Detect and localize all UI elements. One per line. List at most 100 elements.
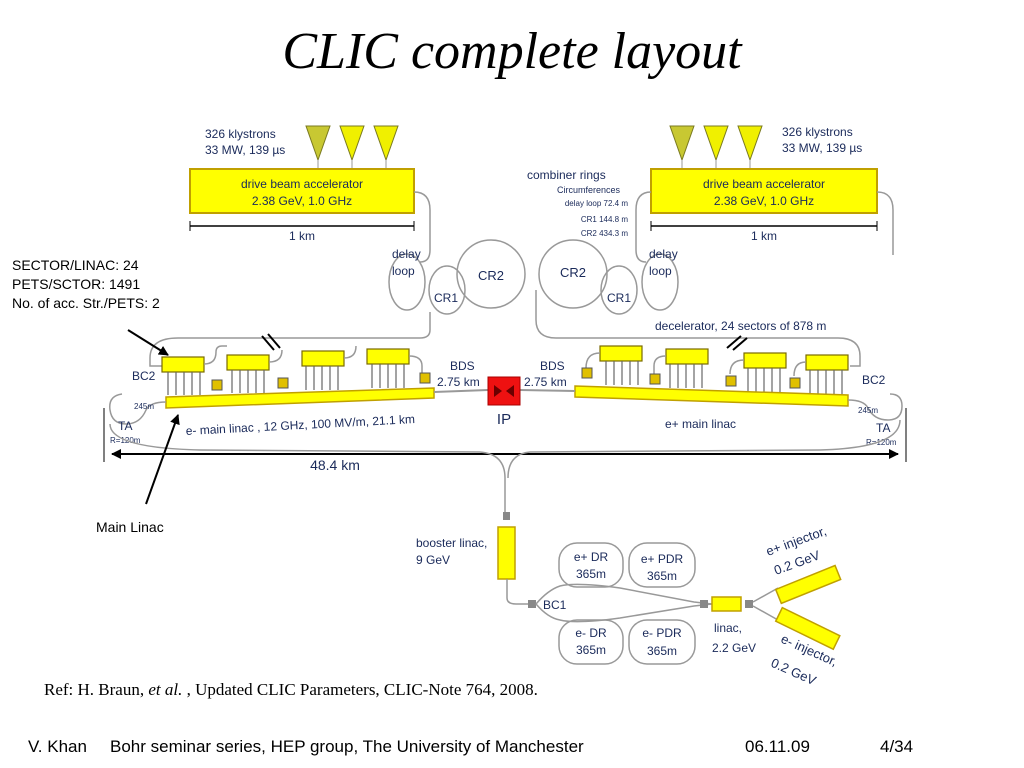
reference-suffix: , Updated CLIC Parameters, CLIC-Note 764… — [182, 680, 538, 699]
sector-arrow — [127, 329, 169, 356]
eminus-injector — [774, 606, 841, 651]
drive-line-right — [635, 191, 652, 263]
eminus-pdr-ring — [628, 619, 696, 665]
cr1-ring-left — [428, 265, 466, 315]
cr2-right-label: CR2 — [560, 265, 586, 280]
eplus-pdr-ring — [628, 542, 696, 588]
drive-beam-left-label-2: 2.38 GeV, 1.0 GHz — [252, 194, 352, 208]
r120-right-label: R=120m — [866, 438, 897, 447]
decelerator-units-right — [585, 345, 849, 377]
cr2-ring-left — [456, 239, 526, 309]
booster-label-1: booster linac, — [416, 536, 487, 550]
reference-etal: et al. — [148, 680, 183, 699]
loop-left-label: loop — [392, 264, 415, 278]
m245-right-label: 245m — [858, 406, 878, 415]
bds-left-length: 2.75 km — [437, 375, 480, 389]
cr2-ring-right — [538, 239, 608, 309]
sector-annotation: SECTOR/LINAC: 24 PETS/SCTOR: 1491 No. of… — [12, 256, 160, 313]
footer-author: V. Khan — [28, 737, 87, 756]
bds-right-length: 2.75 km — [524, 375, 567, 389]
turnaround-boxes-right — [581, 367, 801, 389]
klystrons-right-label-2: 33 MW, 139 µs — [782, 141, 862, 155]
decelerator-label: decelerator, 24 sectors of 878 m — [655, 319, 826, 333]
eplus-pdr-length: 365m — [647, 569, 677, 583]
positron-linac-label: e+ main linac — [665, 417, 736, 431]
eplus-injector — [774, 564, 842, 605]
footer-event: Bohr seminar series, HEP group, The Univ… — [110, 737, 584, 756]
decel-feed-left — [149, 312, 431, 367]
bds-right-label: BDS — [540, 359, 565, 373]
cr1-right-label: CR1 — [607, 291, 631, 305]
turnaround-left — [109, 393, 167, 425]
footer-page: 4/34 — [880, 737, 914, 756]
reference-prefix: Ref: H. Braun, — [44, 680, 149, 699]
decel-feed-right — [535, 290, 861, 367]
delay-loop-left — [388, 253, 426, 311]
bc1-label: BC1 — [543, 598, 567, 612]
positron-main-linac — [574, 385, 849, 407]
pets-lines-right — [605, 361, 843, 394]
injector-linac — [711, 596, 742, 612]
eplus-pdr-label: e+ PDR — [641, 552, 684, 566]
circumferences-label: Circumferences — [557, 185, 621, 195]
total-length-label: 48.4 km — [310, 457, 360, 473]
reference-note: Ref: H. Braun, et al. , Updated CLIC Par… — [44, 680, 538, 700]
combiner-rings-label: combiner rings — [527, 168, 606, 182]
eplus-dr-ring — [558, 542, 624, 588]
m245-left-label: 245m — [134, 402, 154, 411]
transfer-line-right — [507, 419, 901, 479]
cr1-left-label: CR1 — [434, 291, 458, 305]
delay-loop-right — [641, 253, 679, 311]
dr-line-upper — [535, 583, 713, 605]
main-linac-arrow — [145, 414, 180, 505]
dr-line-lower — [535, 603, 713, 623]
linac-label-1: linac, — [714, 621, 742, 635]
drive-beam-right-label-2: 2.38 GeV, 1.0 GHz — [714, 194, 814, 208]
electron-linac-label: e- main linac , 12 GHz, 100 MV/m, 21.1 k… — [185, 412, 415, 438]
pets-lines-left — [167, 364, 405, 395]
cr2-circ-label: CR2 434.3 m — [581, 229, 628, 238]
ta-left-label: TA — [118, 419, 132, 433]
drive-line-right-outer — [876, 191, 894, 255]
ta-right-label: TA — [876, 421, 890, 435]
slide-title: CLIC complete layout — [282, 23, 742, 80]
turnaround-boxes-left — [211, 372, 431, 391]
booster-to-bc1 — [506, 579, 530, 605]
booster-label-2: 9 GeV — [416, 553, 450, 567]
bds-left-label: BDS — [450, 359, 475, 373]
acc-str-text: No. of acc. Str./PETS: 2 — [12, 295, 160, 311]
cr1-ring-right — [600, 265, 638, 315]
eminus-pdr-label: e- PDR — [642, 626, 682, 640]
ip-label: IP — [497, 411, 511, 428]
eplus-dr-label: e+ DR — [574, 550, 609, 564]
ip-box — [487, 376, 521, 406]
eminus-injector-label-2: 0.2 GeV — [769, 655, 819, 688]
bc2-right-label: BC2 — [862, 373, 886, 387]
eminus-pdr-length: 365m — [647, 644, 677, 658]
loop-right-label: loop — [649, 264, 672, 278]
transfer-line-left — [109, 423, 506, 512]
eminus-dr-ring — [558, 619, 624, 665]
cr1-circ-label: CR1 144.8 m — [581, 215, 628, 224]
delay-loop-circ-label: delay loop 72.4 m — [565, 199, 628, 208]
electron-main-linac — [165, 387, 435, 409]
bc2-left-label: BC2 — [132, 369, 156, 383]
one-km-right-label: 1 km — [751, 229, 777, 243]
delay-left-label: delay — [392, 247, 421, 261]
drive-beam-left-label-1: drive beam accelerator — [241, 177, 363, 191]
drive-beam-right-label-1: drive beam accelerator — [703, 177, 825, 191]
eminus-dr-length: 365m — [576, 643, 606, 657]
pets-sctor-text: PETS/SCTOR: 1491 — [12, 276, 141, 292]
eminus-dr-label: e- DR — [575, 626, 607, 640]
linac-label-2: 2.2 GeV — [712, 641, 756, 655]
klystrons-right-label-1: 326 klystrons — [782, 125, 853, 139]
klystrons-left — [305, 125, 399, 168]
klystrons-left-label-1: 326 klystrons — [205, 127, 276, 141]
eplus-dr-length: 365m — [576, 567, 606, 581]
cr2-left-label: CR2 — [478, 268, 504, 283]
sector-linac-text: SECTOR/LINAC: 24 — [12, 257, 139, 273]
footer-date: 06.11.09 — [745, 737, 810, 756]
booster-linac — [497, 526, 516, 580]
klystrons-right — [669, 125, 763, 168]
